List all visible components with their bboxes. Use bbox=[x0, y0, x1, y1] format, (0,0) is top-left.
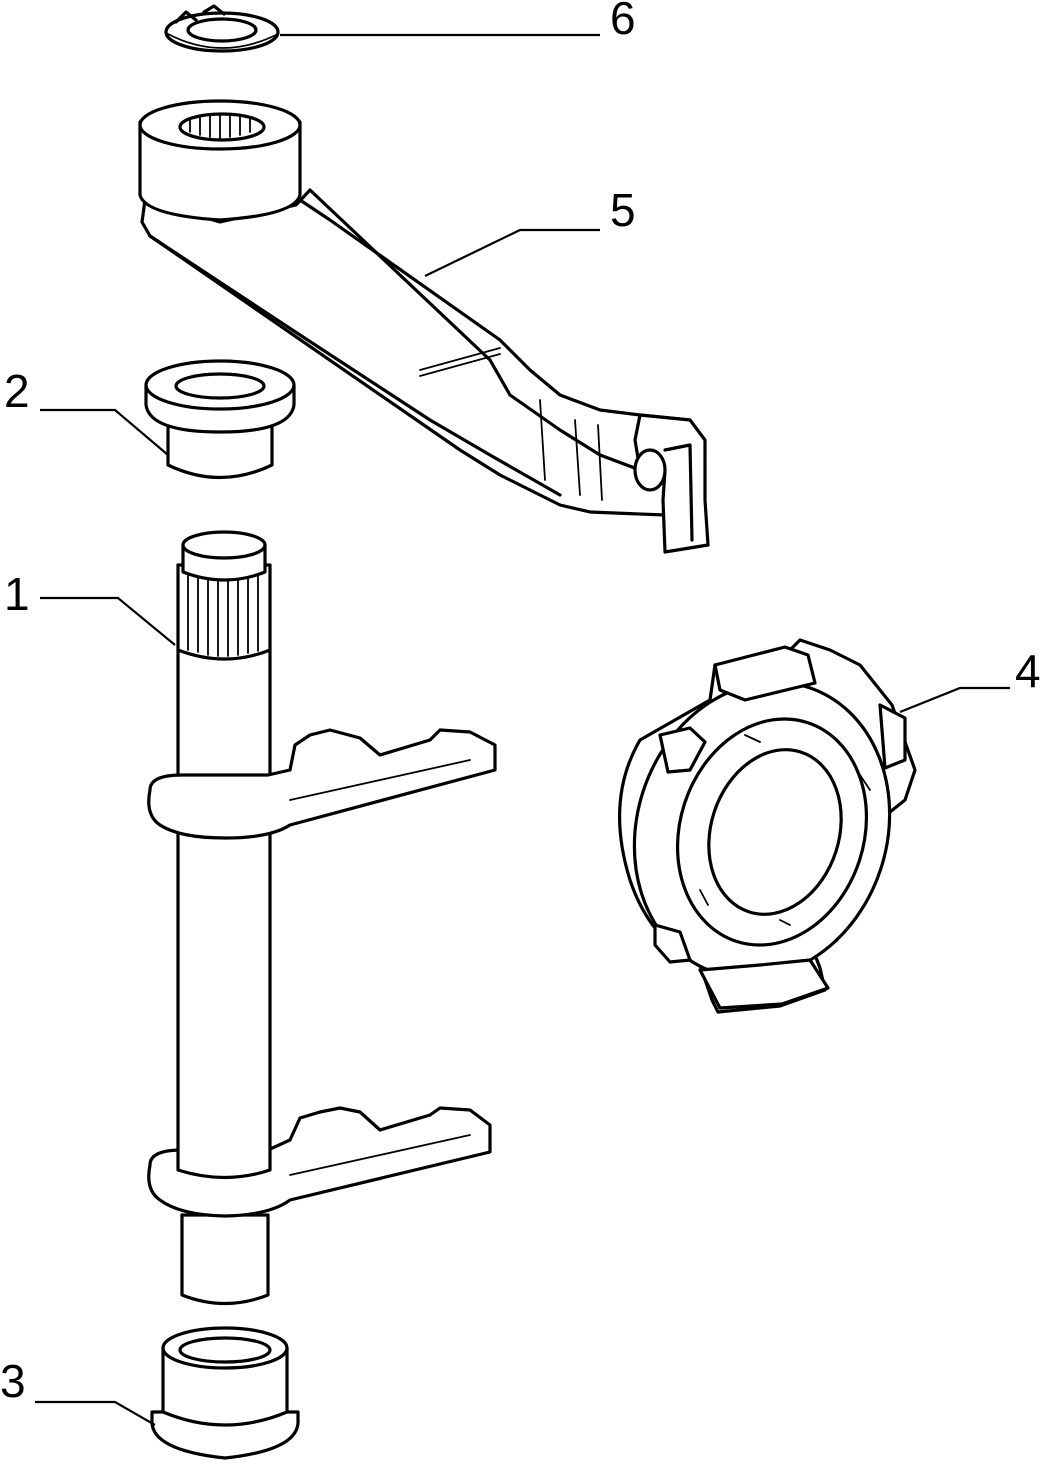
callout-4: 4 bbox=[1015, 645, 1041, 697]
part-4-release-bearing bbox=[618, 638, 1010, 1014]
callout-3: 3 bbox=[0, 1355, 26, 1407]
callout-2: 2 bbox=[4, 365, 30, 417]
callout-6: 6 bbox=[610, 0, 636, 44]
callout-1: 1 bbox=[4, 568, 30, 620]
part-3-lower-bushing bbox=[35, 1326, 300, 1460]
part-1-shift-shaft bbox=[40, 530, 497, 1306]
part-5-lever-arm bbox=[138, 99, 710, 554]
callout-5: 5 bbox=[610, 184, 636, 236]
part-6-circlip bbox=[164, 4, 280, 53]
part-2-upper-bushing bbox=[40, 359, 296, 479]
